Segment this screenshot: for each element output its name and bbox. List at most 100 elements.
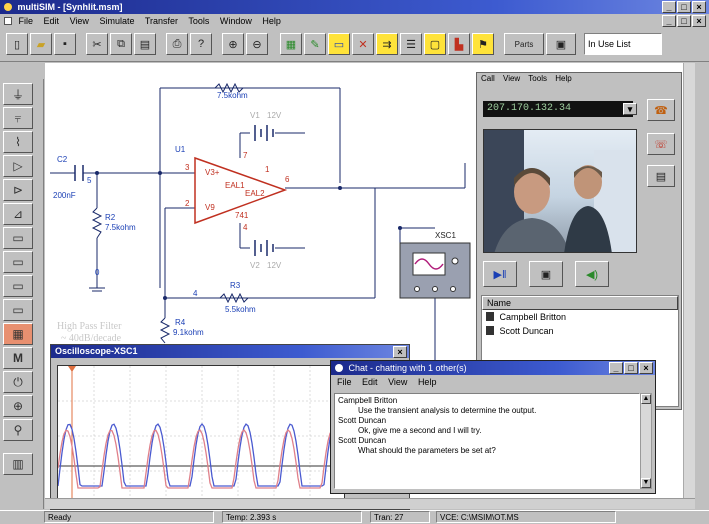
chat-close-button[interactable]: × bbox=[639, 362, 653, 374]
transfer-button[interactable]: ▙ bbox=[448, 33, 470, 55]
menu-view[interactable]: View bbox=[69, 16, 89, 26]
doc-close-button[interactable]: × bbox=[692, 15, 706, 27]
chat-sender: Campbell Britton bbox=[338, 396, 398, 405]
chat-text: Ok, give me a second and I will try. bbox=[358, 426, 482, 435]
chat-text: What should the parameters be set at? bbox=[358, 446, 496, 455]
zoom-out-button[interactable]: ⊖ bbox=[246, 33, 268, 55]
label-op-name1: EAL1 bbox=[225, 181, 245, 190]
palette-controls-button[interactable]: ⏻ bbox=[3, 371, 33, 393]
postprocessor-button[interactable]: ⇉ bbox=[376, 33, 398, 55]
ip-address-field[interactable]: 207.170.132.34 bbox=[483, 101, 633, 117]
palette-electromech-button[interactable]: ⚲ bbox=[3, 419, 33, 441]
menu-simulate[interactable]: Simulate bbox=[99, 16, 135, 26]
chat-vscrollbar[interactable]: ▲ ▼ bbox=[640, 393, 652, 489]
palette-analog-button[interactable]: ⊿ bbox=[3, 203, 33, 225]
copy-button[interactable]: ⧉ bbox=[110, 33, 132, 55]
chat-menu-edit[interactable]: Edit bbox=[362, 377, 378, 387]
canvas-hscrollbar[interactable] bbox=[45, 498, 695, 509]
chat-menu-file[interactable]: File bbox=[337, 377, 352, 387]
palette-ground-button[interactable]: ⏚ bbox=[3, 83, 33, 105]
parts-button[interactable]: Parts bbox=[504, 33, 544, 55]
video-menu-view[interactable]: View bbox=[503, 74, 521, 83]
oscilloscope-screen bbox=[57, 365, 347, 506]
flag-button[interactable]: ⚑ bbox=[472, 33, 494, 55]
paste-button[interactable]: ▤ bbox=[134, 33, 156, 55]
doc-maximize-button[interactable]: □ bbox=[677, 15, 691, 27]
label-r4: R4 bbox=[175, 318, 186, 327]
menu-help[interactable]: Help bbox=[262, 16, 281, 26]
cut-button[interactable]: ✂ bbox=[86, 33, 108, 55]
palette-misc-digital-button[interactable]: ▭ bbox=[3, 275, 33, 297]
participant-item[interactable]: Scott Duncan bbox=[482, 324, 678, 338]
participant-name: Campbell Britton bbox=[499, 312, 567, 322]
audio-button[interactable]: ◀) bbox=[575, 261, 609, 287]
oscilloscope-close-button[interactable]: × bbox=[393, 346, 407, 358]
call-button[interactable]: ☎ bbox=[647, 99, 675, 121]
instrument-button[interactable]: ▣ bbox=[546, 33, 576, 55]
probe-button[interactable]: ✎ bbox=[304, 33, 326, 55]
component-button[interactable]: ▦ bbox=[280, 33, 302, 55]
palette-instruments-button[interactable]: ▥ bbox=[3, 453, 33, 475]
menu-transfer[interactable]: Transfer bbox=[144, 16, 178, 26]
address-book-button[interactable]: ▤ bbox=[647, 165, 675, 187]
chat-transcript[interactable]: Campbell Britton Use the transient analy… bbox=[334, 393, 640, 489]
analysis-icon: ✕ bbox=[358, 38, 368, 51]
zoom-in-button[interactable]: ⊕ bbox=[222, 33, 244, 55]
grapher-button[interactable]: ▭ bbox=[328, 33, 350, 55]
scroll-up-arrow[interactable]: ▲ bbox=[641, 394, 651, 404]
scroll-down-arrow[interactable]: ▼ bbox=[641, 478, 651, 488]
in-use-list-dropdown[interactable]: In Use List bbox=[584, 33, 662, 55]
participant-item[interactable]: Campbell Britton bbox=[482, 310, 678, 324]
describe-button[interactable]: ▢ bbox=[424, 33, 446, 55]
hangup-button[interactable]: ☏ bbox=[647, 133, 675, 155]
chat-maximize-button[interactable]: □ bbox=[624, 362, 638, 374]
palette-mixed-button[interactable]: ▭ bbox=[3, 299, 33, 321]
palette-basic-button[interactable]: ⌇ bbox=[3, 131, 33, 153]
name-column-header[interactable]: Name bbox=[482, 296, 678, 310]
menu-file[interactable]: File bbox=[18, 16, 34, 26]
palette-diode-button[interactable]: ▷ bbox=[3, 155, 33, 177]
maximize-button[interactable]: □ bbox=[677, 1, 691, 13]
chat-window: Chat - chatting with 1 other(s) _ □ × Fi… bbox=[330, 360, 656, 494]
list-button[interactable]: ☰ bbox=[400, 33, 422, 55]
electromech-icon: ⚲ bbox=[13, 423, 23, 437]
hpf-subtitle: ~ 40dB/decade bbox=[61, 333, 122, 344]
video-menu-help[interactable]: Help bbox=[555, 74, 572, 83]
label-v1-value: 12V bbox=[267, 111, 282, 120]
palette-transistor-button[interactable]: ⊳ bbox=[3, 179, 33, 201]
close-button[interactable]: × bbox=[692, 1, 706, 13]
folder-icon: ▰ bbox=[36, 38, 46, 51]
palette-rf-button[interactable]: ⊕ bbox=[3, 395, 33, 417]
postprocessor-icon: ⇉ bbox=[382, 38, 392, 51]
chat-menu-help[interactable]: Help bbox=[417, 377, 437, 387]
main-window-controls: _ □ × bbox=[662, 1, 706, 13]
palette-cmos-button[interactable]: ▭ bbox=[3, 251, 33, 273]
toolbar: ▯ ▰ ▪ ✂ ⧉ ▤ ⎙ ? ⊕ ⊖ ▦ ✎ ▭ ✕ ⇉ ☰ ▢ ▙ ⚑ Pa… bbox=[0, 28, 709, 62]
menu-bar: File Edit View Simulate Transfer Tools W… bbox=[0, 14, 709, 28]
new-file-button[interactable]: ▯ bbox=[6, 33, 28, 55]
play-pause-button[interactable]: ▶‖ bbox=[483, 261, 517, 287]
doc-minimize-button[interactable]: _ bbox=[662, 15, 676, 27]
minimize-button[interactable]: _ bbox=[662, 1, 676, 13]
palette-indicator-button[interactable]: ▦ bbox=[3, 323, 33, 345]
menu-tools[interactable]: Tools bbox=[188, 16, 210, 26]
ip-dropdown-button[interactable]: ▾ bbox=[623, 103, 637, 115]
save-button[interactable]: ▪ bbox=[54, 33, 76, 55]
palette-misc-button[interactable]: M bbox=[3, 347, 33, 369]
print-button[interactable]: ⎙ bbox=[166, 33, 188, 55]
video-menu-call[interactable]: Call bbox=[481, 74, 495, 83]
analysis-button[interactable]: ✕ bbox=[352, 33, 374, 55]
snapshot-button[interactable]: ▣ bbox=[529, 261, 563, 287]
open-file-button[interactable]: ▰ bbox=[30, 33, 52, 55]
chat-menu-view[interactable]: View bbox=[388, 377, 408, 387]
palette-ttl-button[interactable]: ▭ bbox=[3, 227, 33, 249]
help-button[interactable]: ? bbox=[190, 33, 212, 55]
chat-minimize-button[interactable]: _ bbox=[609, 362, 623, 374]
palette-source-button[interactable]: ⫧ bbox=[3, 107, 33, 129]
label-pin1: 1 bbox=[265, 165, 270, 174]
label-v2-value: 12V bbox=[267, 261, 282, 270]
video-menu-tools[interactable]: Tools bbox=[528, 74, 547, 83]
menu-edit[interactable]: Edit bbox=[43, 16, 60, 26]
menu-window[interactable]: Window bbox=[219, 16, 252, 26]
canvas-vscrollbar[interactable] bbox=[683, 63, 695, 509]
